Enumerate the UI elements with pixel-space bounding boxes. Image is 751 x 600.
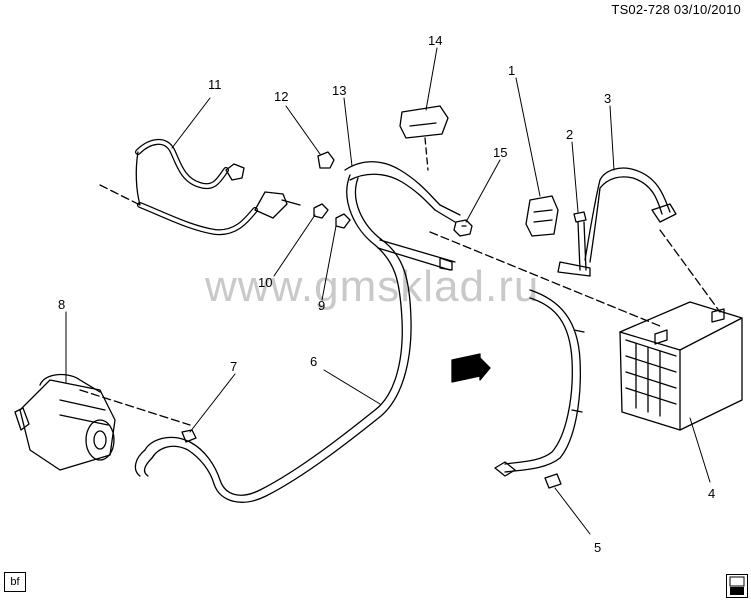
callout-3: 3 bbox=[604, 91, 611, 106]
front-direction-arrow-icon bbox=[451, 353, 491, 383]
leader-starter bbox=[79, 389, 191, 426]
corner-tag: bf bbox=[4, 572, 26, 592]
callout-6: 6 bbox=[310, 354, 317, 369]
callout-leaders bbox=[65, 47, 711, 535]
document-id: TS02-728 03/10/2010 bbox=[611, 2, 741, 17]
clip-9 bbox=[335, 213, 351, 229]
callout-9: 9 bbox=[318, 298, 325, 313]
junction-1 bbox=[525, 195, 559, 237]
clip-10 bbox=[313, 203, 329, 219]
callout-10: 10 bbox=[258, 275, 272, 290]
bolt-2 bbox=[573, 211, 587, 271]
callout-7: 7 bbox=[230, 359, 237, 374]
callout-12: 12 bbox=[274, 89, 288, 104]
battery-4 bbox=[619, 301, 743, 431]
harness-11 bbox=[99, 139, 301, 236]
grommet-7 bbox=[181, 429, 197, 443]
callout-13: 13 bbox=[332, 83, 346, 98]
clip-12 bbox=[317, 151, 335, 169]
cover-14 bbox=[399, 105, 449, 171]
gm-spo-logo bbox=[726, 574, 748, 598]
watermark: www.gmsklad.ru bbox=[205, 262, 540, 311]
starter-8 bbox=[14, 373, 116, 471]
leader-negative bbox=[659, 229, 721, 313]
callout-labels: 1 2 3 4 5 6 7 8 9 10 11 12 13 14 15 bbox=[58, 33, 715, 555]
negative-cable-5 bbox=[494, 289, 585, 489]
cable-6 bbox=[134, 161, 461, 503]
callout-5: 5 bbox=[594, 540, 601, 555]
callout-4: 4 bbox=[708, 486, 715, 501]
leader-positive bbox=[429, 231, 661, 327]
callout-8: 8 bbox=[58, 297, 65, 312]
ground-cable-3 bbox=[557, 167, 677, 277]
nut-15 bbox=[453, 219, 473, 237]
callout-1: 1 bbox=[508, 63, 515, 78]
callout-11: 11 bbox=[208, 77, 222, 92]
callout-15: 15 bbox=[493, 145, 507, 160]
callout-14: 14 bbox=[428, 33, 442, 48]
callout-2: 2 bbox=[566, 127, 573, 142]
